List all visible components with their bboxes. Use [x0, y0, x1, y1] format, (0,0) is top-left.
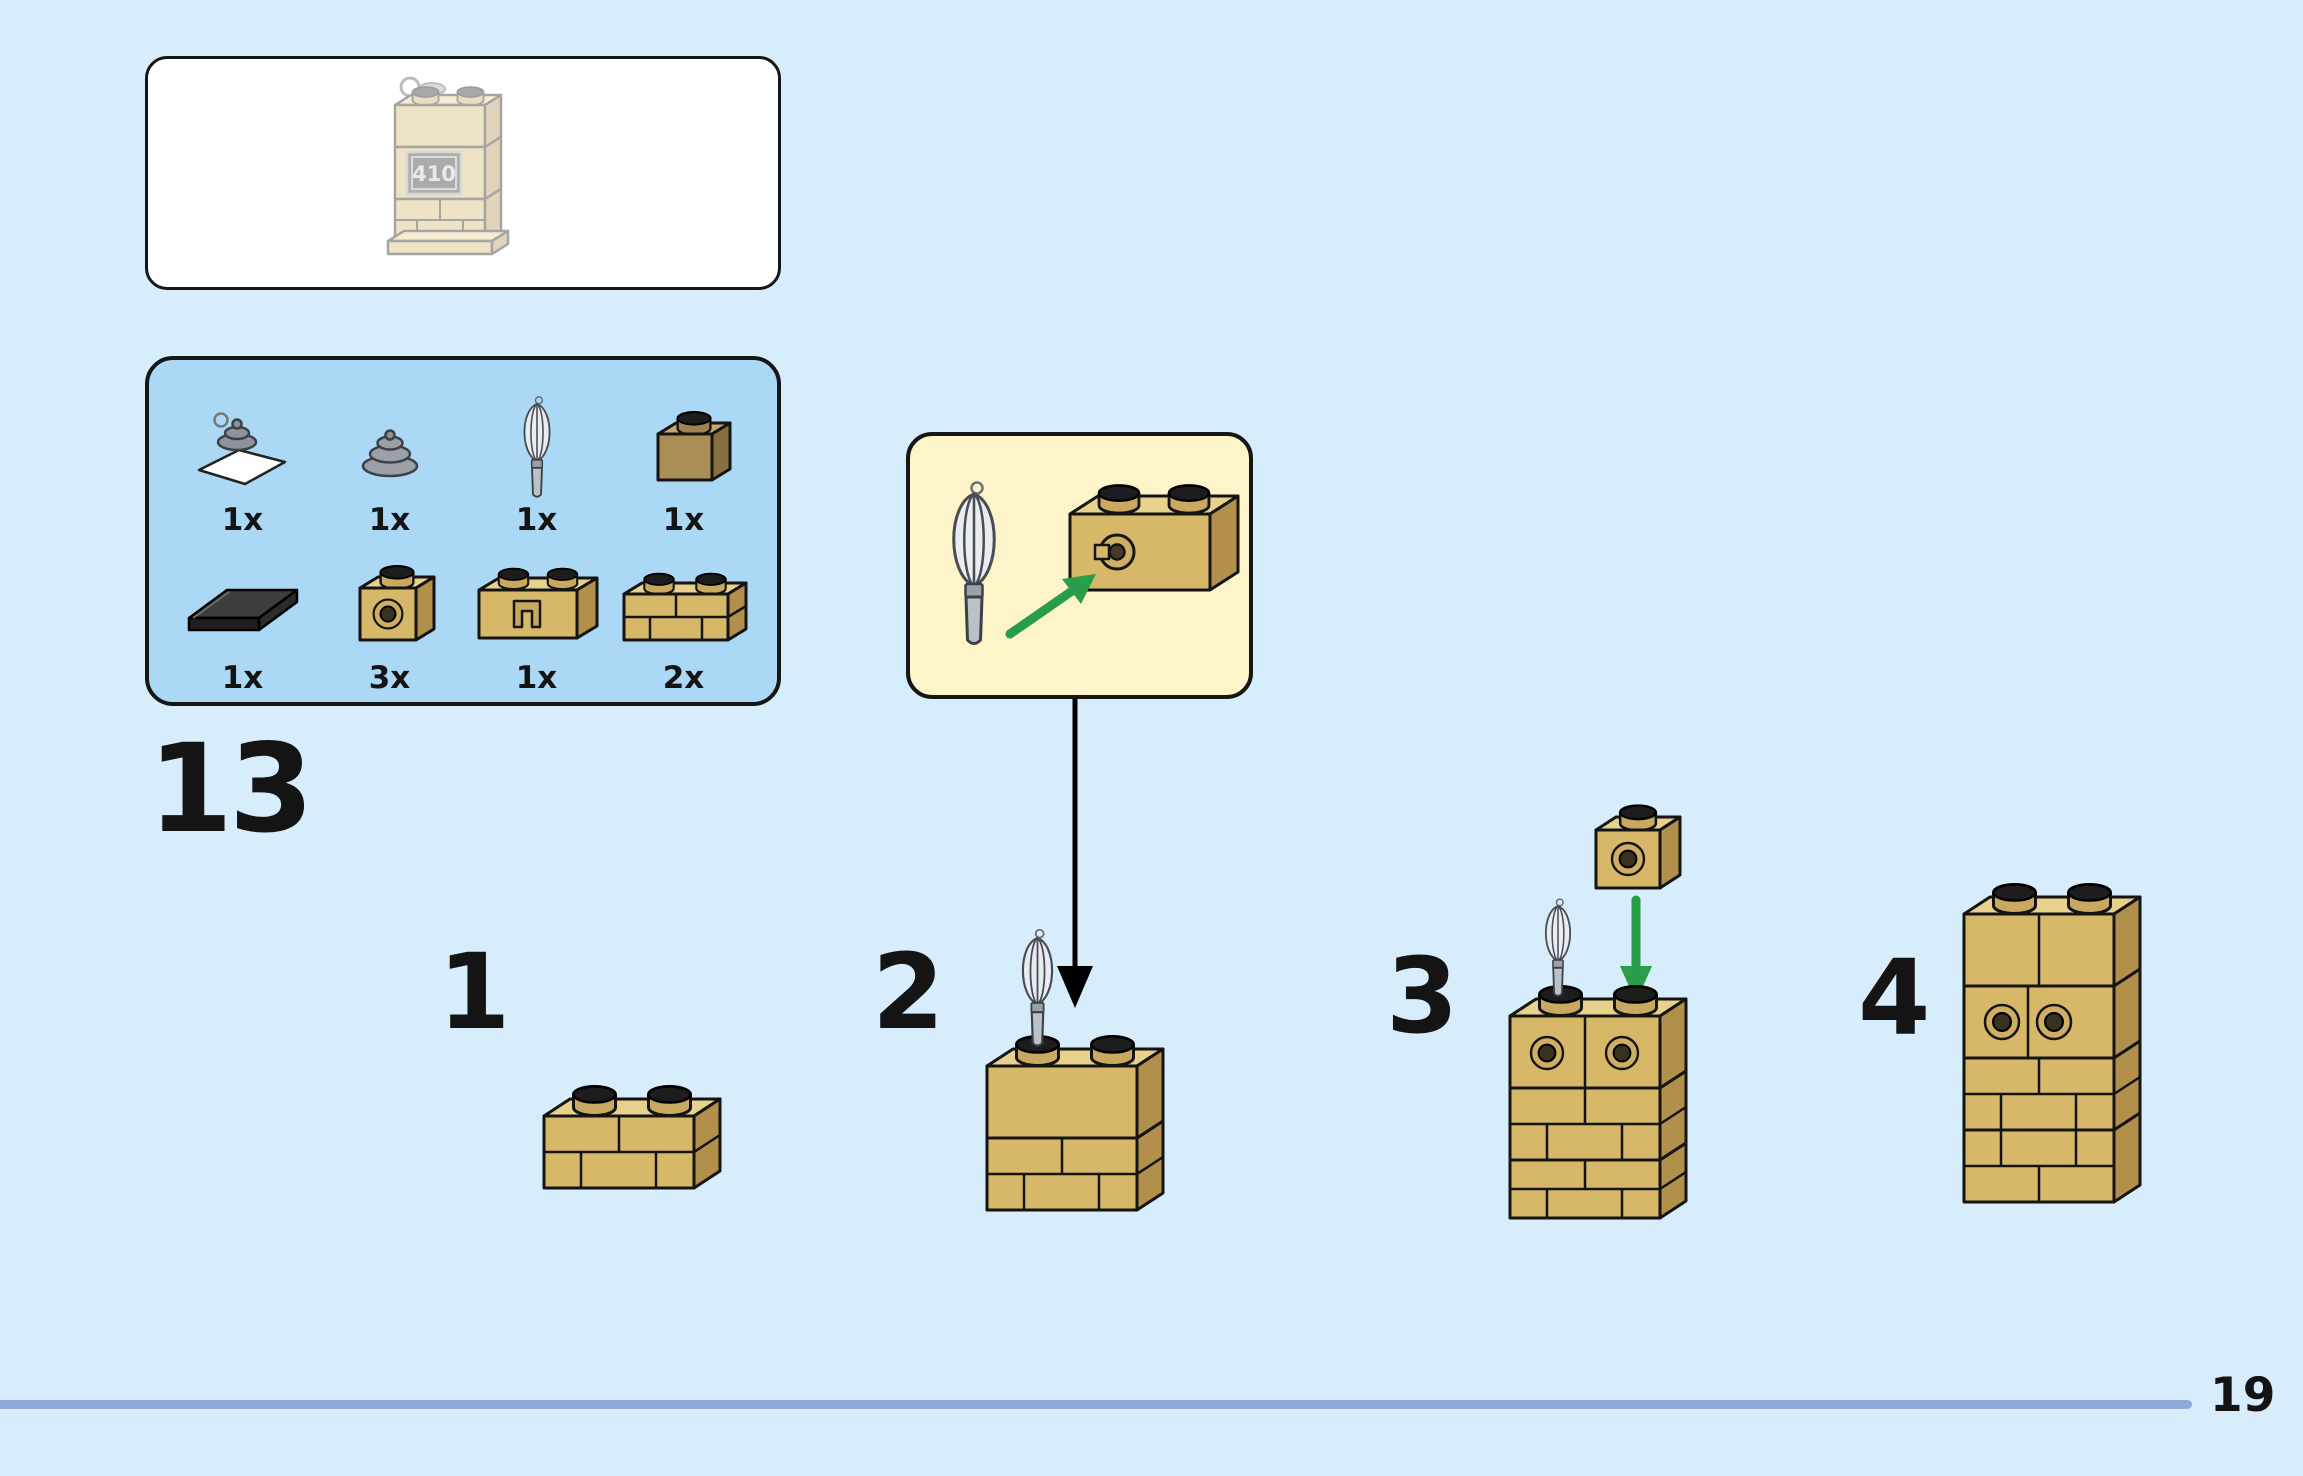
part-count: 1x [221, 660, 264, 696]
parts-list-item: 3x [316, 536, 463, 694]
parts-list-item: 1x [610, 378, 757, 536]
parts-list-item: 2x [610, 536, 757, 694]
parts-list-item: 1x [463, 378, 610, 536]
substep-4-assembly-illustration [1962, 883, 2142, 1204]
parts-list-item: 1x [169, 378, 316, 536]
substep-2-assembly-illustration [985, 928, 1165, 1212]
substep-number: 1 [438, 931, 511, 1053]
part-count: 1x [221, 502, 264, 538]
technique-callout [906, 432, 1253, 699]
substep-number: 2 [872, 931, 945, 1053]
part-cream-swirl-on-tile-icon [197, 412, 286, 486]
parts-list-item: 1x [463, 536, 610, 694]
part-count: 1x [662, 502, 705, 538]
parts-list-item: 1x [169, 536, 316, 694]
step-number: 13 [148, 718, 314, 860]
down-arrow-icon [1057, 698, 1093, 1008]
part-count: 1x [368, 502, 411, 538]
part-count: 2x [662, 660, 705, 696]
part-count: 1x [515, 660, 558, 696]
substep-number: 4 [1858, 937, 1931, 1059]
part-brick-1x2-masonry-icon [622, 572, 747, 642]
part-brick-1x1-side-stud-icon [358, 564, 435, 642]
part-tile-2x2-black-icon [187, 588, 298, 632]
green-arrow-icon [1620, 895, 1652, 1002]
substep-1-assembly-illustration [542, 1085, 722, 1190]
substep-number: 3 [1386, 935, 1459, 1057]
page-divider [0, 1400, 2192, 1409]
part-whisk-icon [523, 395, 550, 498]
part-count: 3x [368, 660, 411, 696]
part-brick-1x1-dark-tan-icon [656, 410, 731, 482]
preview-sign-text: 410 [412, 162, 456, 186]
part-brick-1x2-clip-icon [477, 567, 598, 640]
parts-list-item: 1x [316, 378, 463, 536]
callout-illustration [952, 481, 1240, 645]
part-count: 1x [515, 502, 558, 538]
build-preview-illustration: 410 [386, 76, 510, 256]
part-swirl-plate-icon [361, 429, 418, 478]
green-arrow-icon [1005, 574, 1096, 639]
build-preview-box: 410 [145, 56, 781, 290]
parts-list-box: 1x 1x 1x [145, 356, 781, 706]
page-number: 19 [2210, 1368, 2276, 1423]
substep-3-assembly-illustration [1508, 804, 1688, 1220]
